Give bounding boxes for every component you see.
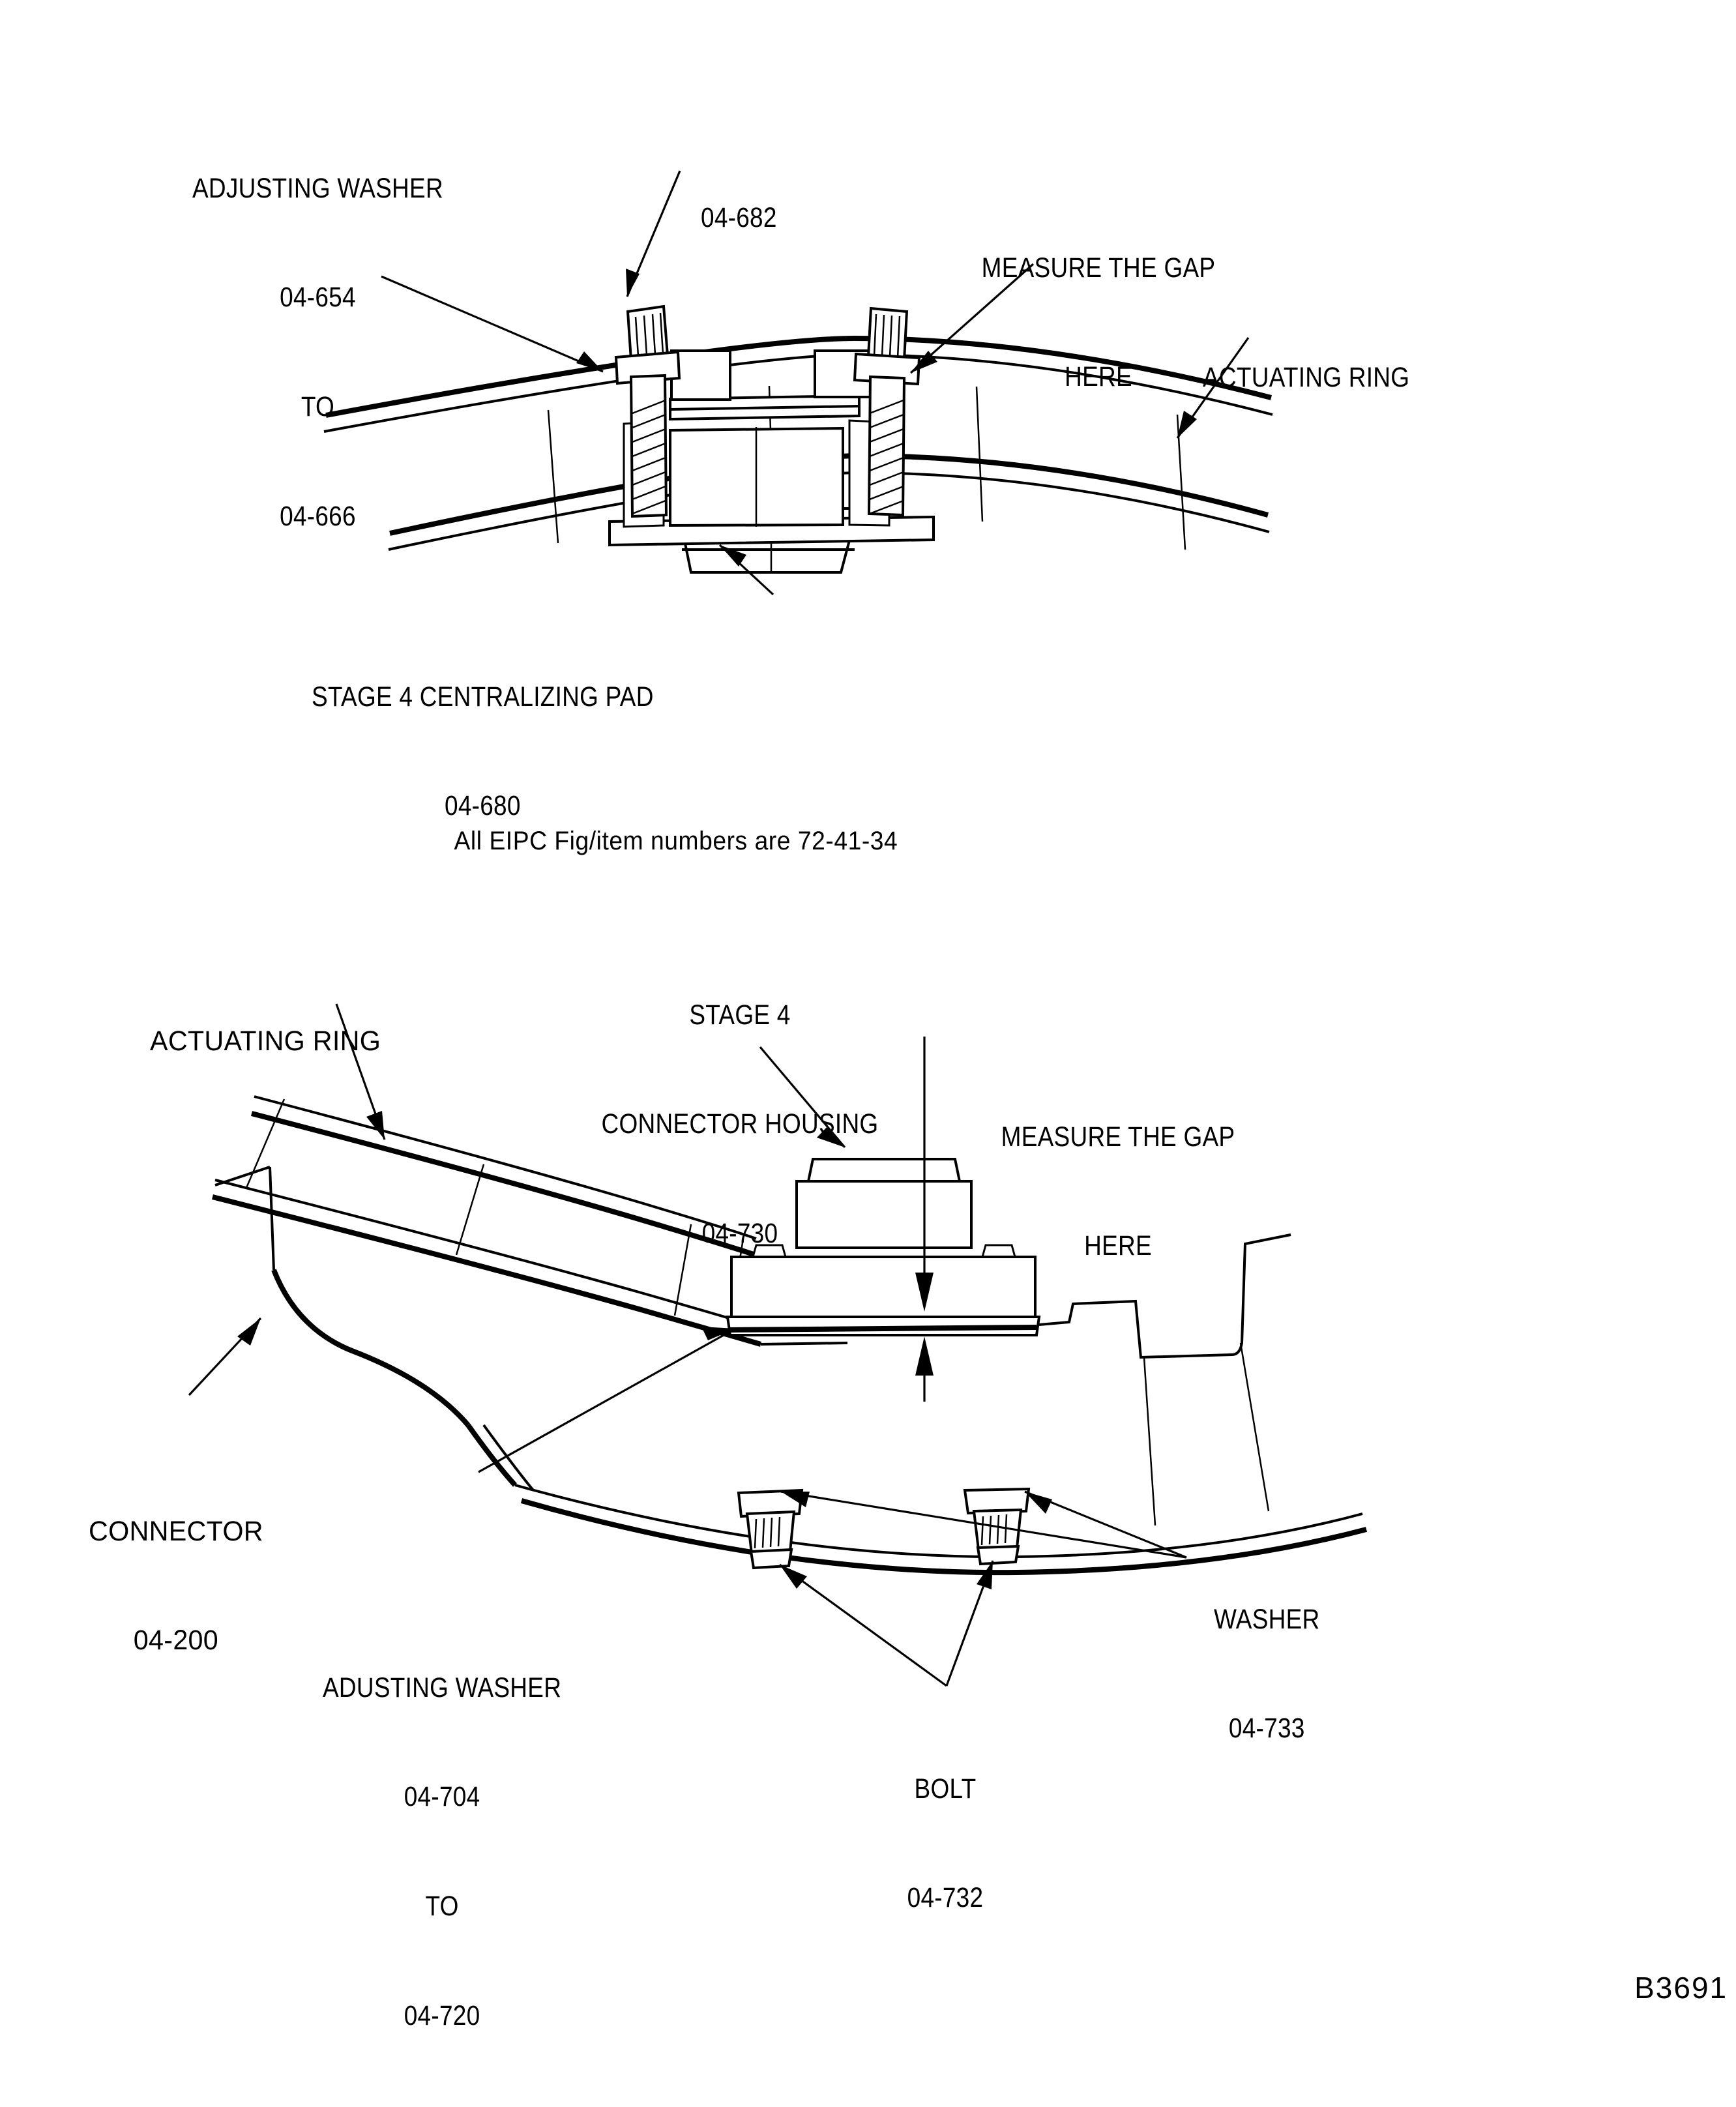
bottom-view-assembly — [188, 1003, 1368, 1687]
leader-bottom-bolt — [779, 1560, 994, 1687]
connector-step-land — [1038, 1233, 1291, 1526]
top-left-bolt — [614, 304, 681, 518]
label-bottom-connector: CONNECTOR 04-200 — [89, 1515, 263, 1657]
label-top-measure-gap: MEASURE THE GAP HERE — [981, 252, 1216, 393]
leader-top-measure-gap — [909, 263, 1035, 374]
label-bottom-connector-housing: STAGE 4 CONNECTOR HOUSING 04-730 — [601, 999, 879, 1250]
bottom-actuating-ring — [212, 1095, 762, 1347]
label-bottom-actuating-ring: ACTUATING RING — [150, 1025, 381, 1057]
bottom-gap-dimension — [915, 1037, 934, 1402]
label-top-nut-04-682: 04-682 — [701, 201, 777, 233]
leader-bottom-actuating-ring — [335, 1003, 386, 1140]
leader-bottom-washer — [780, 1490, 1187, 1559]
label-top-actuating-ring: ACTUATING RING — [1203, 361, 1410, 393]
bottom-right-bolt — [963, 1487, 1031, 1566]
top-view-assembly — [323, 170, 1273, 596]
top-center-block — [669, 426, 844, 527]
top-bridge-plates — [670, 349, 875, 401]
bottom-left-bolt — [737, 1488, 804, 1570]
engineering-drawing-canvas — [188, 170, 1368, 1687]
top-adjusting-washer-stack — [669, 394, 861, 421]
label-bottom-adjusting-washer: ADUSTING WASHER 04-704 TO 04-720 — [323, 1672, 562, 2031]
leader-top-centralizing-pad — [718, 544, 774, 596]
label-bottom-measure-gap: MEASURE THE GAP HERE — [1001, 1121, 1235, 1262]
eipc-note: All EIPC Fig/item numbers are 72-41-34 — [454, 827, 898, 855]
leader-top-actuating-ring — [1176, 337, 1250, 439]
figure-id: B3691 — [1634, 1970, 1728, 2005]
leader-bottom-adjusting-washer — [478, 1327, 736, 1473]
label-bottom-bolt: BOLT 04-732 — [907, 1773, 984, 1914]
leader-bottom-connector — [188, 1317, 262, 1396]
label-bottom-washer: WASHER 04-733 — [1214, 1603, 1320, 1745]
top-right-bolt — [853, 306, 921, 517]
leader-top-nut-04-682 — [626, 170, 681, 297]
label-top-adjusting-washer: ADJUSTING WASHER 04-654 TO 04-666 — [192, 172, 443, 532]
technical-diagram-page: ADJUSTING WASHER 04-654 TO 04-666 04-682… — [89, 170, 1726, 2031]
label-top-centralizing-pad: STAGE 4 CENTRALIZING PAD 04-680 — [312, 681, 654, 822]
leader-top-adjusting-washer — [381, 275, 604, 373]
leader-bottom-connector-housing — [759, 1046, 846, 1149]
stage4-connector-housing — [726, 1158, 1041, 1336]
